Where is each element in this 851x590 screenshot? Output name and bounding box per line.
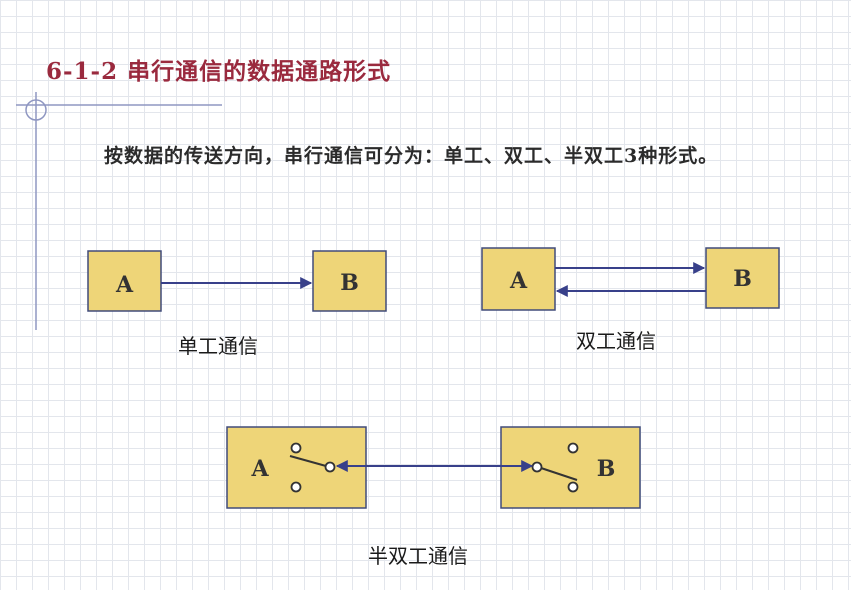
half-duplex-diagram: A B <box>226 426 641 509</box>
half-duplex-caption: 半双工通信 <box>368 544 468 568</box>
simplex-box-b <box>312 250 387 312</box>
simplex-label-a: A <box>115 272 134 298</box>
simplex-box-a <box>87 250 162 312</box>
half-duplex-label-a: A <box>250 456 269 482</box>
duplex-caption: 双工通信 <box>576 329 656 353</box>
half-duplex-box-b <box>500 426 641 509</box>
page-title: 6-1-2 串行通信的数据通路形式 <box>46 58 392 85</box>
intro-text: 按数据的传送方向，串行通信可分为：单工、双工、半双工3种形式。 <box>104 145 719 167</box>
half-duplex-box-a <box>226 426 367 509</box>
duplex-label-a: A <box>509 268 528 294</box>
simplex-diagram: A B <box>87 250 387 312</box>
simplex-label-b: B <box>340 270 359 296</box>
duplex-box-a <box>481 247 556 311</box>
duplex-diagram: A B <box>481 247 780 311</box>
duplex-box-b <box>705 247 780 309</box>
half-duplex-label-b: B <box>597 456 616 482</box>
duplex-label-b: B <box>733 266 752 292</box>
crosshair-icon <box>16 92 222 330</box>
switch-icon <box>289 442 336 493</box>
switch-icon <box>531 442 579 493</box>
simplex-caption: 单工通信 <box>178 334 258 358</box>
